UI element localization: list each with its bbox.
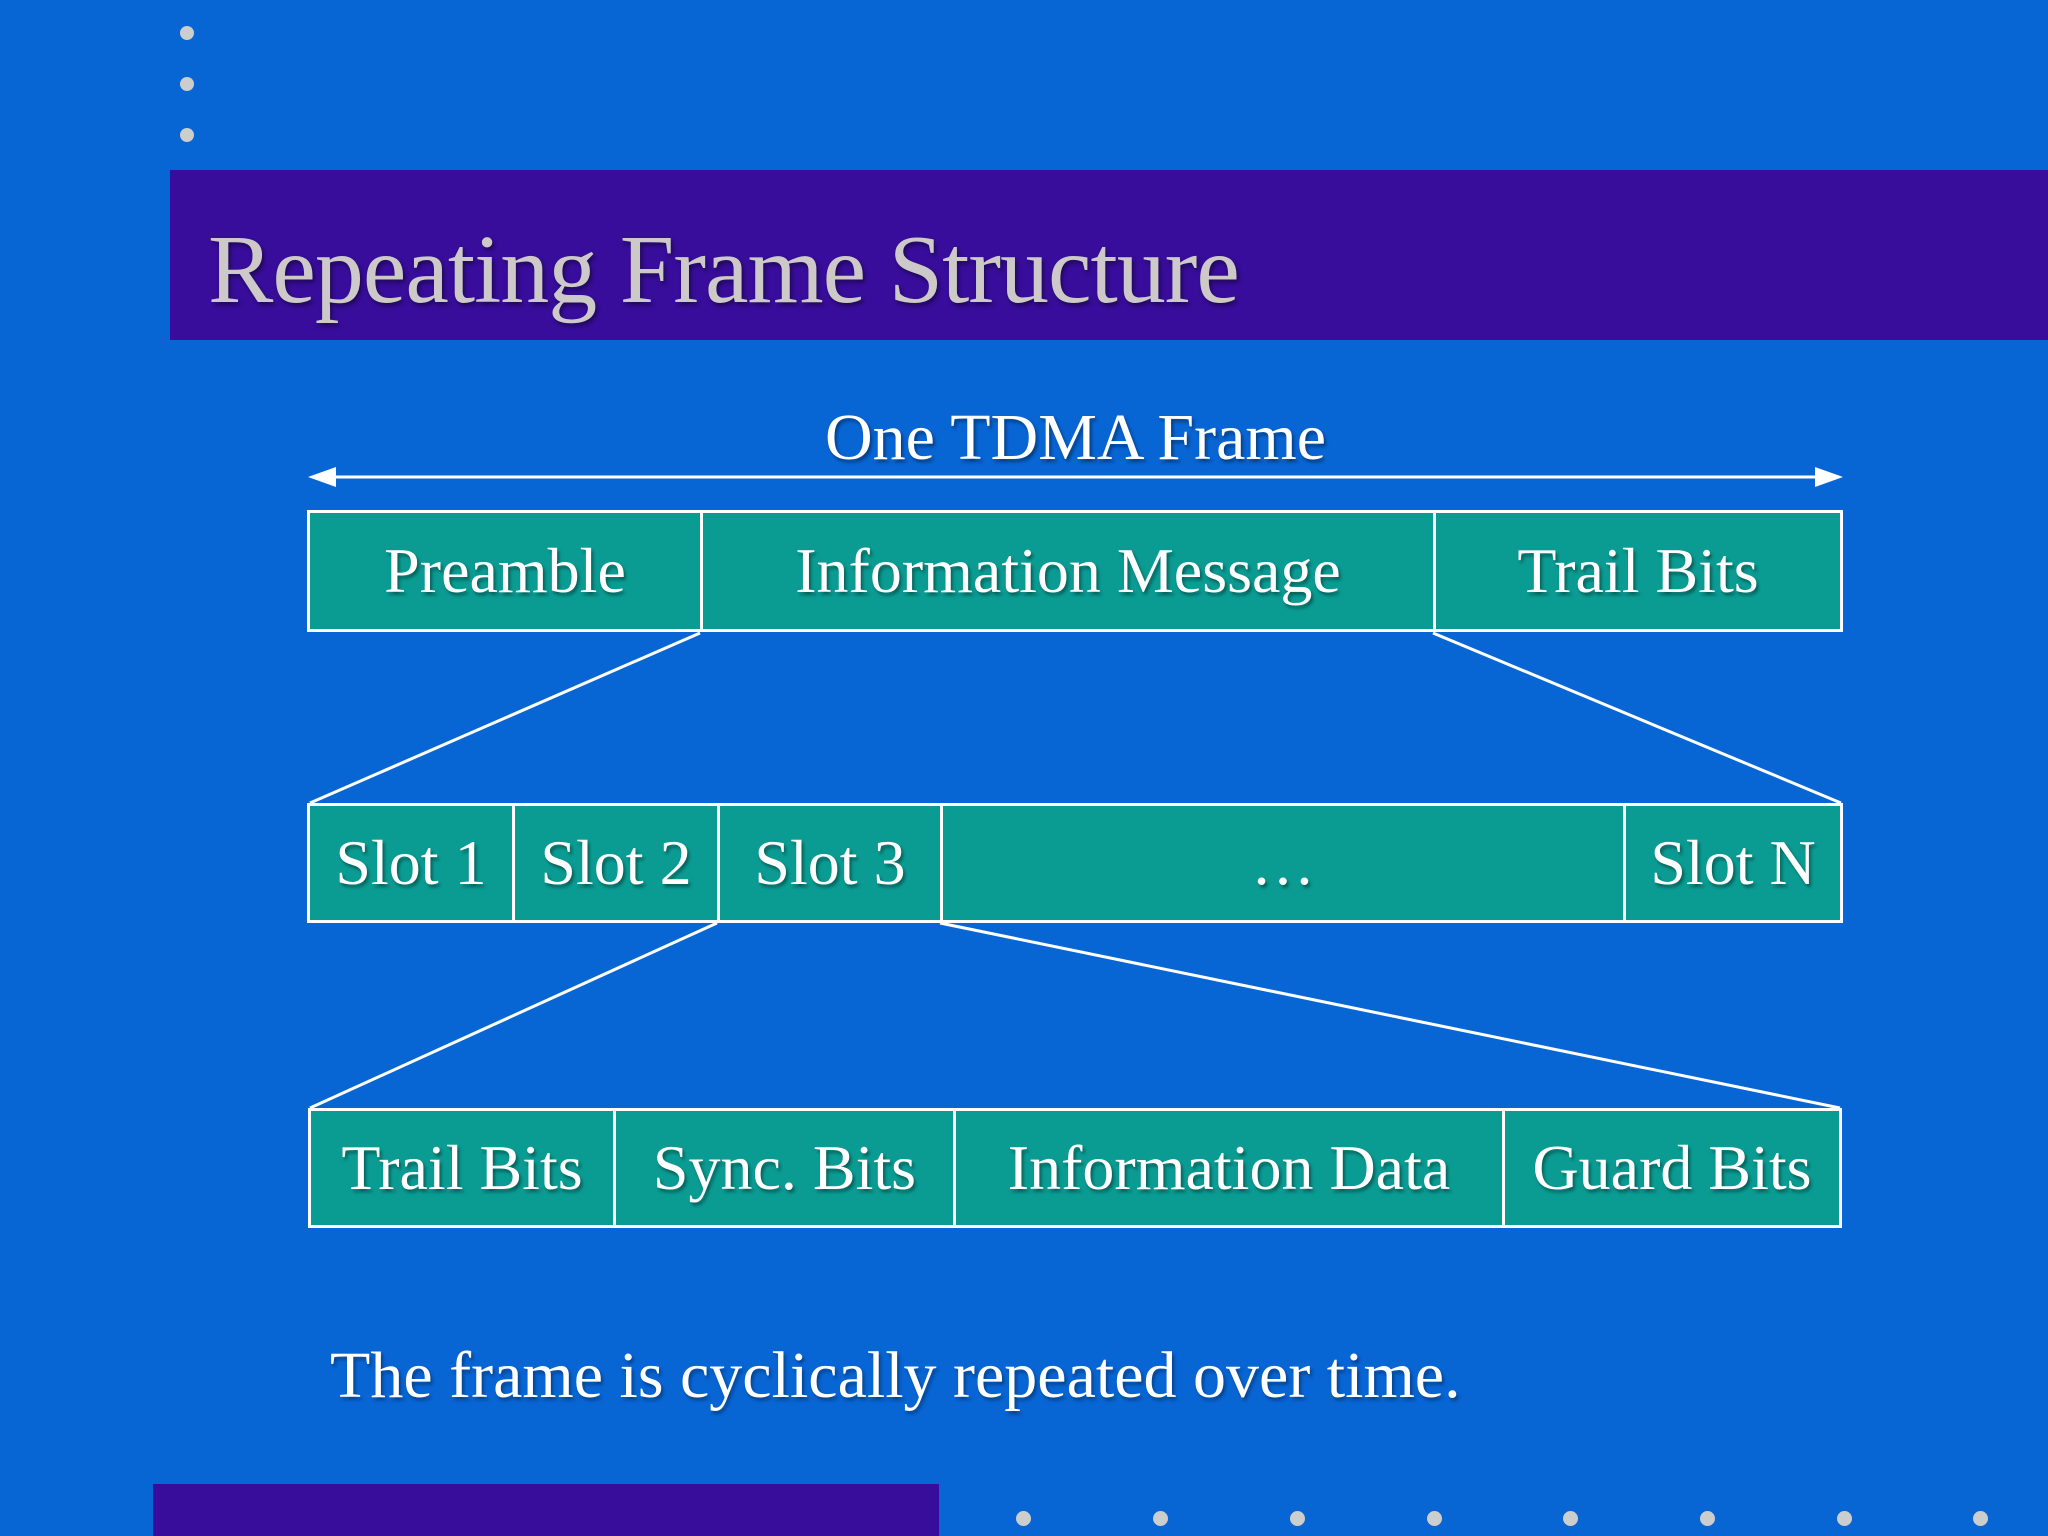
box-ellipsis: … — [940, 806, 1623, 920]
title-bar: Repeating Frame Structure — [170, 170, 2048, 340]
box-slot-1: Slot 1 — [335, 827, 487, 898]
decorative-dot-icon — [1290, 1511, 1305, 1526]
expand-line-left-1 — [309, 631, 701, 805]
decorative-dot-icon — [1153, 1511, 1168, 1526]
box-sync-bits: Sync. Bits — [613, 1111, 953, 1225]
tdma-frame-label: One TDMA Frame — [824, 401, 1327, 474]
expand-line-right-2 — [939, 921, 1841, 1110]
page-title: Repeating Frame Structure — [208, 216, 1240, 324]
frame-row-slot-detail: Trail Bits Sync. Bits Information Data G… — [308, 1108, 1842, 1228]
decorative-dot-icon — [180, 26, 194, 40]
footer-note: The frame is cyclically repeated over ti… — [330, 1339, 1461, 1412]
expand-line-right-1 — [1432, 631, 1842, 805]
box-slot-2: Slot 2 — [512, 806, 717, 920]
box-trail-bits: Trail Bits — [1433, 513, 1840, 629]
box-information-message: Information Message — [700, 513, 1433, 629]
decorative-dot-icon — [1973, 1511, 1988, 1526]
frame-row-slots: Slot 1 Slot 2 Slot 3 … Slot N — [307, 803, 1843, 923]
box-slot-3: Slot 3 — [717, 806, 940, 920]
decorative-dot-icon — [1016, 1511, 1031, 1526]
decorative-dot-icon — [1563, 1511, 1578, 1526]
decorative-dot-icon — [180, 77, 194, 91]
bottom-accent-bar — [153, 1484, 939, 1536]
decorative-dot-icon — [1837, 1511, 1852, 1526]
box-guard-bits: Guard Bits — [1502, 1111, 1839, 1225]
decorative-dot-icon — [180, 128, 194, 142]
box-slot-n: Slot N — [1623, 806, 1840, 920]
box-information-data: Information Data — [953, 1111, 1502, 1225]
box-preamble: Preamble — [384, 535, 626, 606]
box-trail-bits-2: Trail Bits — [341, 1132, 583, 1203]
decorative-dot-icon — [1427, 1511, 1442, 1526]
decorative-dot-icon — [1700, 1511, 1715, 1526]
expand-line-left-2 — [309, 921, 718, 1110]
frame-row-tdma: Preamble Information Message Trail Bits — [307, 510, 1843, 632]
